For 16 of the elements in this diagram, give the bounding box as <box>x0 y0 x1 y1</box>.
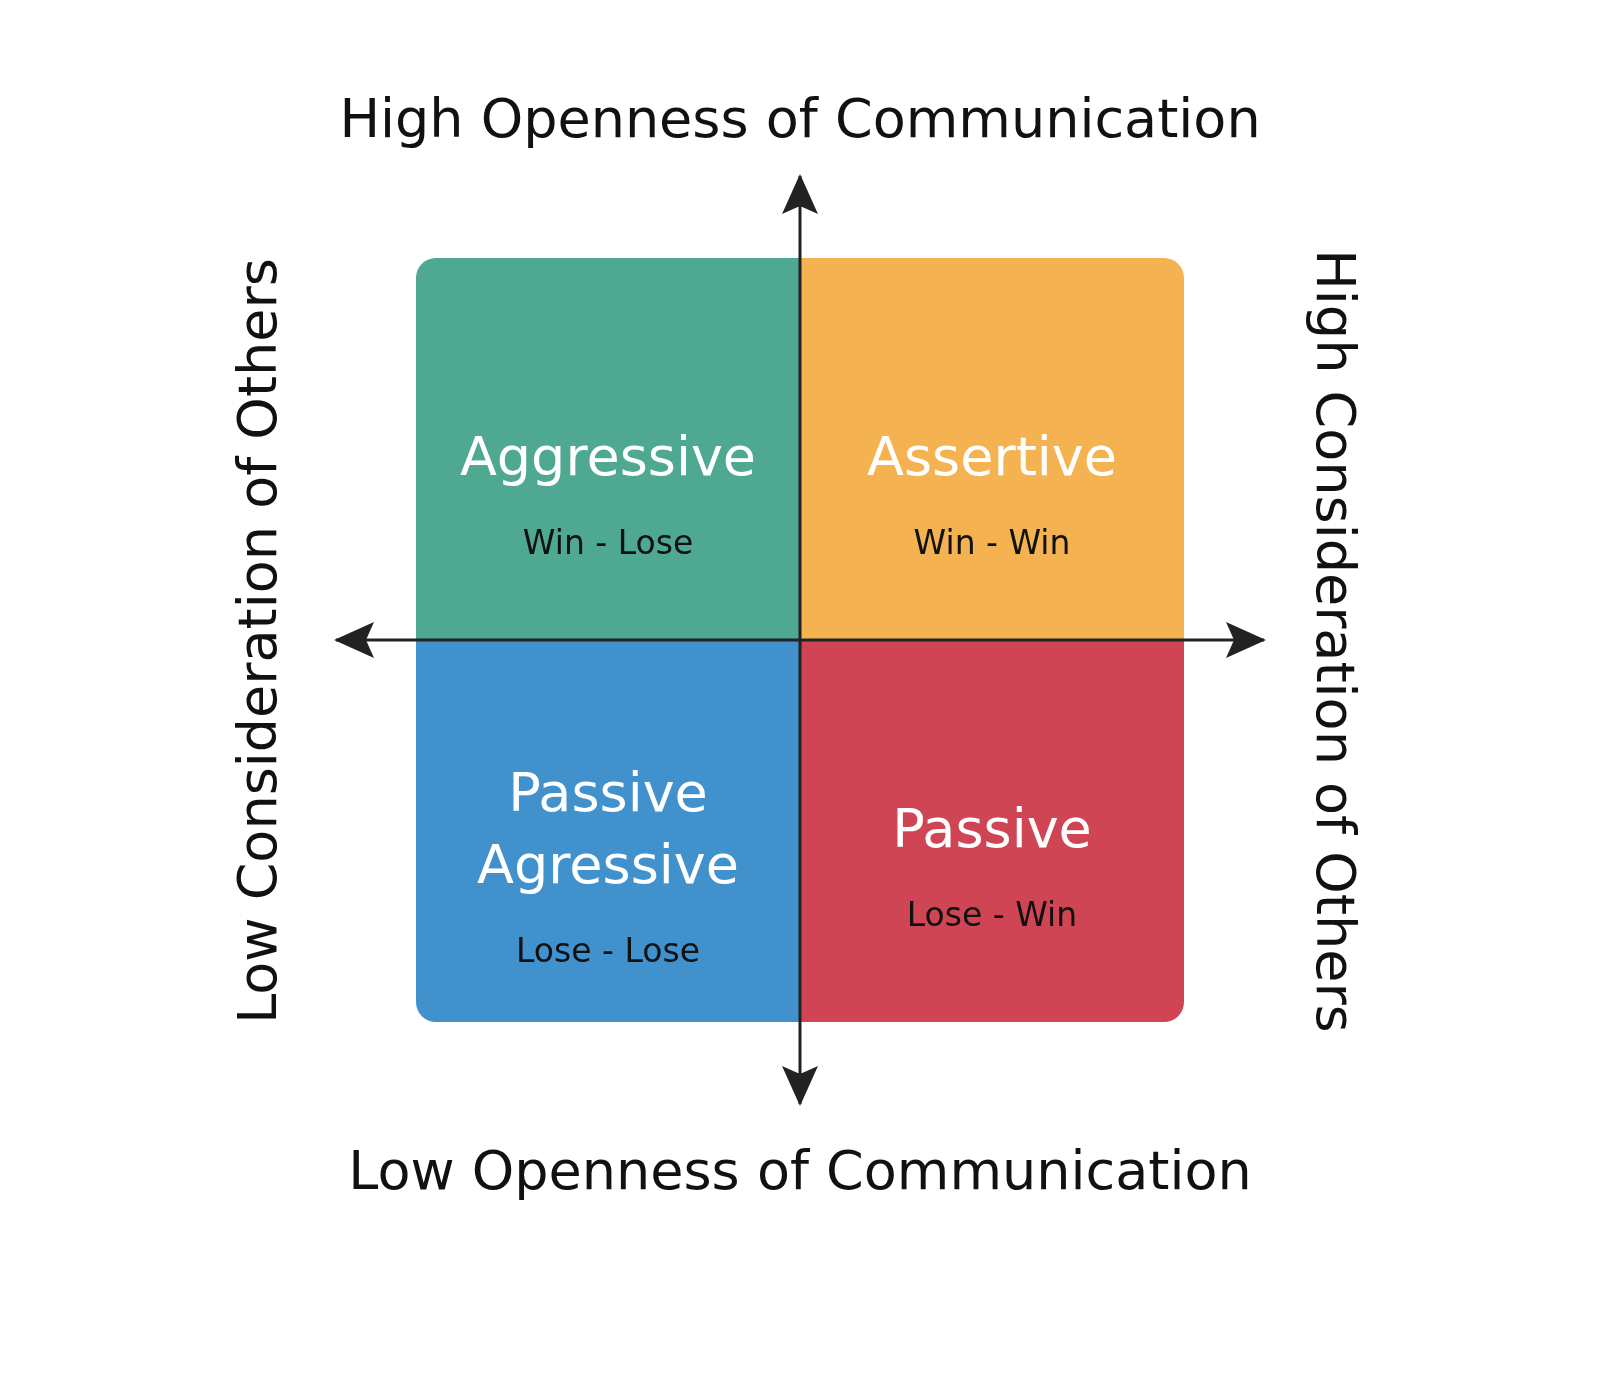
quadrant-box <box>416 258 800 640</box>
axis-label: High Consideration of Others <box>1303 248 1368 1035</box>
quadrant-title: Passive Agressive <box>476 759 740 898</box>
quadrant-box <box>416 640 800 1022</box>
outcome-text: Win - Win <box>913 522 1071 562</box>
outcome-text: Lose - Win <box>906 894 1078 934</box>
outcome-text: Lose - Lose <box>516 930 700 970</box>
quadrant-title: Aggressive <box>459 423 757 490</box>
axis-label: Low Openness of Communication <box>347 1138 1253 1204</box>
outcome-text: Win - Lose <box>522 522 694 562</box>
quadrant-title: Passive <box>892 795 1092 862</box>
quadrant-box <box>800 258 1184 640</box>
quadrant-title: Assertive <box>867 423 1117 490</box>
axis-label: High Openness of Communication <box>338 86 1262 152</box>
axis-label: Low Consideration of Others <box>225 257 290 1026</box>
quadrant-box <box>800 640 1184 1022</box>
